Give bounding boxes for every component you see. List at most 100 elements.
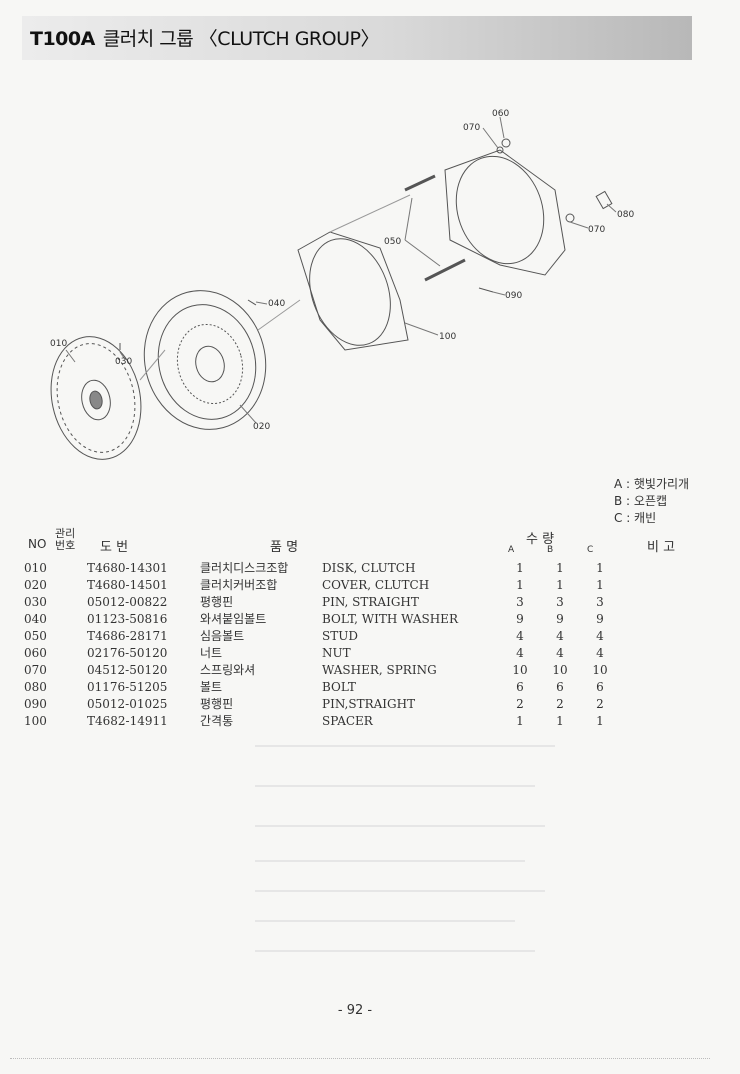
legend-b: B : 오픈캡 — [614, 494, 668, 508]
cell-no: 090 — [24, 696, 47, 711]
cell-a: 6 — [516, 679, 524, 694]
cell-part: T4680-14301 — [87, 560, 168, 575]
cell-kor: 클러치커버조합 — [200, 578, 278, 592]
cell-part: 05012-01025 — [87, 696, 168, 711]
cell-part: T4680-14501 — [87, 577, 168, 592]
clutch-cover-drawing — [143, 290, 267, 430]
model-name: T100A — [30, 28, 95, 50]
bleed-through-line — [255, 860, 525, 862]
cell-a: 2 — [516, 696, 524, 711]
callout-020: 020 — [253, 422, 270, 432]
callout-100: 100 — [439, 332, 456, 342]
cell-no: 010 — [24, 560, 47, 575]
cell-eng: PIN,STRAIGHT — [322, 696, 416, 711]
cell-part: T4682-14911 — [87, 713, 168, 728]
cell-a: 1 — [516, 713, 524, 728]
cell-a: 10 — [512, 662, 528, 677]
cell-kor: 심음볼트 — [200, 629, 245, 643]
clutch-disk-drawing — [50, 336, 142, 460]
cell-no: 060 — [24, 645, 47, 660]
header-b: B — [547, 545, 554, 555]
page-number: - 92 - — [337, 1003, 373, 1018]
callout-010: 010 — [50, 339, 67, 349]
cell-kor: 간격통 — [200, 714, 234, 728]
cell-no: 070 — [24, 662, 47, 677]
cell-b: 2 — [556, 696, 564, 711]
cell-b: 4 — [556, 628, 564, 643]
cell-kor: 와셔붙임볼트 — [200, 612, 267, 626]
cell-kor: 너트 — [200, 646, 223, 660]
cell-eng: SPACER — [322, 713, 373, 728]
cell-c: 4 — [596, 628, 604, 643]
cell-kor: 볼트 — [200, 680, 223, 694]
cell-b: 10 — [552, 662, 568, 677]
cell-c: 9 — [596, 611, 604, 626]
cell-kor: 스프링와셔 — [200, 663, 256, 677]
cell-b: 1 — [556, 560, 564, 575]
table-row: 020 T4680-14501 클러치커버조합 COVER, CLUTCH 1 1 1 — [24, 576, 620, 593]
cell-part: 01176-51205 — [87, 679, 168, 694]
cell-b: 6 — [556, 679, 564, 694]
cell-part: 05012-00822 — [87, 594, 168, 609]
cell-b: 9 — [556, 611, 564, 626]
cell-c: 4 — [596, 645, 604, 660]
flywheel-housing-drawing — [444, 149, 566, 276]
callout-060: 060 — [492, 109, 509, 119]
cell-c: 1 — [596, 713, 604, 728]
cell-a: 3 — [516, 594, 524, 609]
callout-090-d070: 070 — [588, 225, 605, 235]
cell-c: 2 — [596, 696, 604, 711]
cell-no: 080 — [24, 679, 47, 694]
cell-c: 3 — [596, 594, 604, 609]
header-mgmt: 관리 번호 — [55, 527, 76, 552]
spacer-housing-drawing — [297, 231, 409, 351]
group-title: 클러치 그룹 〈CLUTCH GROUP〉 — [102, 28, 380, 50]
cell-b: 1 — [556, 713, 564, 728]
legend-a: A : 햇빛가리개 — [614, 477, 690, 491]
cell-part: 04512-50120 — [87, 662, 168, 677]
bleed-through-line — [255, 920, 515, 922]
cell-eng: BOLT, WITH WASHER — [322, 611, 458, 626]
header-band — [22, 16, 692, 60]
cell-eng: COVER, CLUTCH — [322, 577, 430, 592]
header-a: A — [508, 545, 515, 555]
header-qty: 수 량 — [526, 532, 555, 547]
bleed-through-line — [255, 785, 535, 787]
cell-c: 10 — [592, 662, 608, 677]
header-c: C — [587, 545, 594, 555]
cell-no: 020 — [24, 577, 47, 592]
table-row: 040 01123-50816 와셔붙임볼트 BOLT, WITH WASHER 9 9 9 — [24, 610, 620, 627]
callout-090: 090 — [505, 291, 522, 301]
callout-050: 050 — [384, 237, 401, 247]
cell-no: 050 — [24, 628, 47, 643]
cell-kor: 클러치디스크조합 — [200, 561, 289, 575]
bleed-through-line — [255, 745, 555, 747]
cell-part: 02176-50120 — [87, 645, 168, 660]
cell-eng: STUD — [322, 628, 358, 643]
header-part-no: 도 번 — [100, 540, 129, 555]
cell-eng: PIN, STRAIGHT — [322, 594, 419, 609]
header-remarks: 비 고 — [647, 540, 676, 555]
cell-c: 1 — [596, 577, 604, 592]
legend-c: C : 캐빈 — [614, 511, 657, 525]
cell-part: T4686-28171 — [87, 628, 168, 643]
callout-080: 080 — [617, 210, 634, 220]
bleed-through-line — [255, 825, 545, 827]
header-no: NO — [28, 537, 47, 551]
cell-eng: BOLT — [322, 679, 356, 694]
cell-a: 1 — [516, 577, 524, 592]
cell-kor: 평행핀 — [200, 595, 234, 609]
cell-b: 1 — [556, 577, 564, 592]
cell-part: 01123-50816 — [87, 611, 168, 626]
cell-no: 040 — [24, 611, 47, 626]
cell-a: 9 — [516, 611, 524, 626]
